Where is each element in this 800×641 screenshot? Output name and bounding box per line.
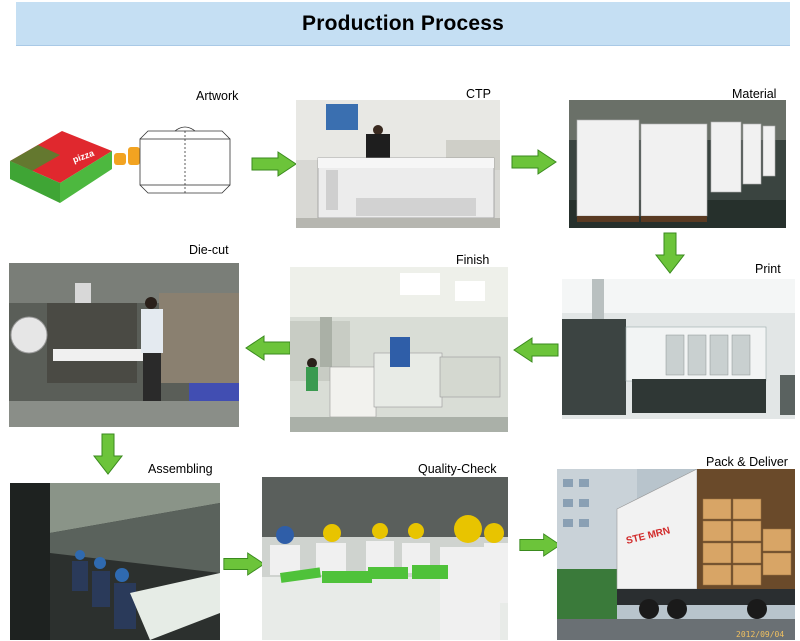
page-title: Production Process [302, 11, 504, 35]
arrow-down-1 [654, 231, 686, 275]
step-label-quality-check: Quality-Check [418, 462, 497, 476]
diecut-photo [9, 263, 239, 427]
artwork-image: pizza [0, 103, 240, 218]
step-label-material: Material [732, 87, 777, 101]
arrow-left-1 [244, 334, 292, 362]
arrow-right-1 [250, 150, 298, 178]
step-label-pack-deliver: Pack & Deliver [706, 455, 788, 469]
step-label-ctp: CTP [466, 87, 491, 101]
assembling-photo [10, 483, 220, 640]
step-label-assembling: Assembling [148, 462, 213, 476]
step-label-diecut: Die-cut [189, 243, 229, 257]
print-photo [562, 279, 795, 419]
finish-photo [290, 267, 508, 432]
quality-check-photo [262, 477, 508, 640]
step-label-print: Print [755, 262, 781, 276]
title-banner: Production Process [16, 2, 790, 46]
ctp-photo [296, 100, 500, 228]
step-label-artwork: Artwork [196, 89, 239, 103]
arrow-down-2 [92, 432, 124, 476]
photo-timestamp: 2012/09/04 [736, 630, 785, 639]
step-label-finish: Finish [456, 253, 490, 267]
material-photo [569, 100, 786, 228]
arrow-left-2 [512, 336, 560, 364]
arrow-right-3 [222, 551, 266, 577]
pack-deliver-photo: STE MRN [557, 469, 795, 640]
arrow-right-2 [510, 148, 558, 176]
arrow-right-4 [518, 532, 562, 558]
